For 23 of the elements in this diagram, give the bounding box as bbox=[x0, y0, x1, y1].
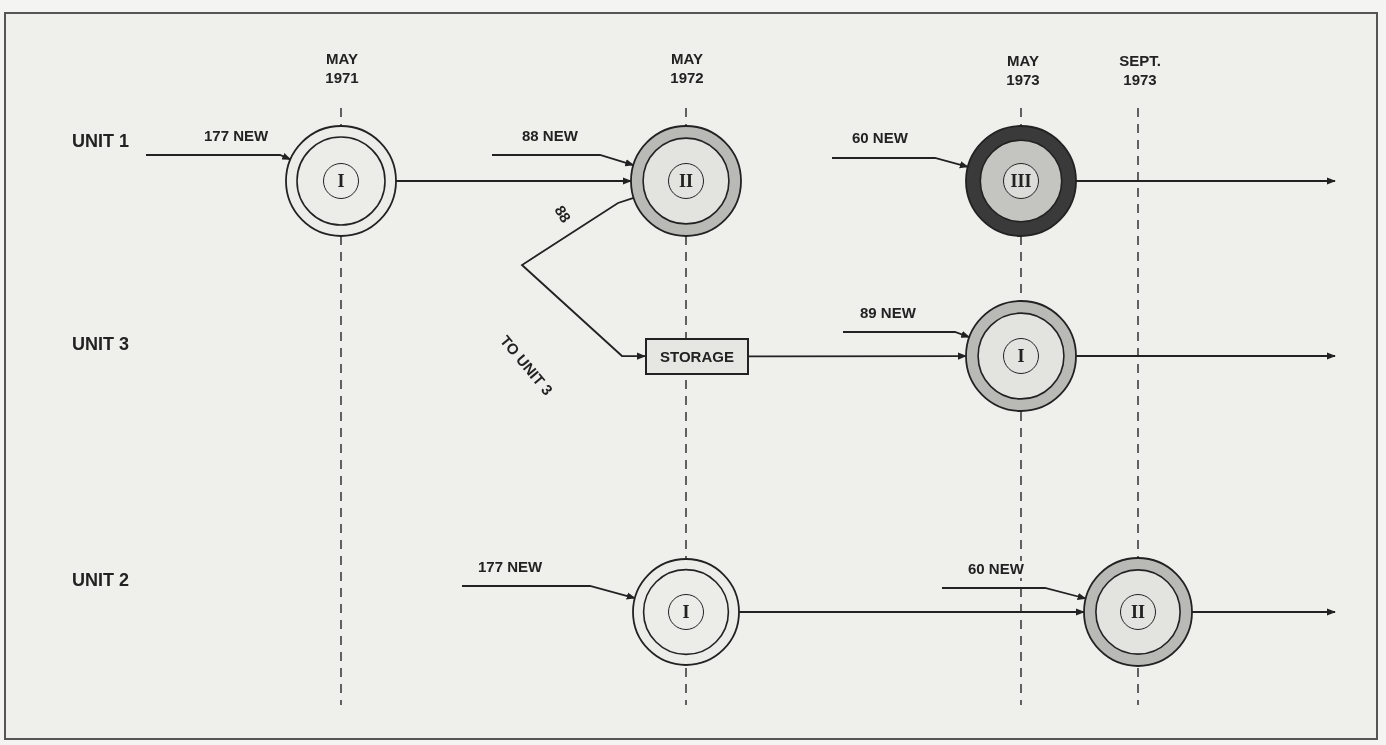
date-label: MAY 1972 bbox=[669, 50, 705, 88]
fuel-cycle-circle bbox=[966, 126, 1076, 236]
edge-label: 60 NEW bbox=[966, 561, 1026, 578]
fuel-cycle-circle bbox=[286, 126, 396, 236]
unit-label: UNIT 3 bbox=[72, 334, 129, 355]
date-label: MAY 1971 bbox=[324, 50, 360, 88]
arrow bbox=[842, 331, 971, 339]
arrow bbox=[145, 152, 292, 161]
unit-label: UNIT 1 bbox=[72, 131, 129, 152]
arrow bbox=[491, 154, 635, 167]
unit-label: UNIT 2 bbox=[72, 570, 129, 591]
fuel-cycle-circle bbox=[633, 559, 739, 665]
arrow bbox=[461, 585, 636, 600]
arrow bbox=[941, 587, 1087, 600]
date-label: SEPT. 1973 bbox=[1118, 52, 1162, 90]
fuel-cycle-circle bbox=[1084, 558, 1192, 666]
storage-box: STORAGE bbox=[645, 338, 749, 375]
date-label: MAY 1973 bbox=[1005, 52, 1041, 90]
fuel-cycle-circle bbox=[966, 301, 1076, 411]
fuel-cycle-circle bbox=[631, 126, 741, 236]
arrow bbox=[748, 352, 967, 360]
arrow bbox=[831, 157, 969, 169]
arrow bbox=[520, 197, 646, 360]
